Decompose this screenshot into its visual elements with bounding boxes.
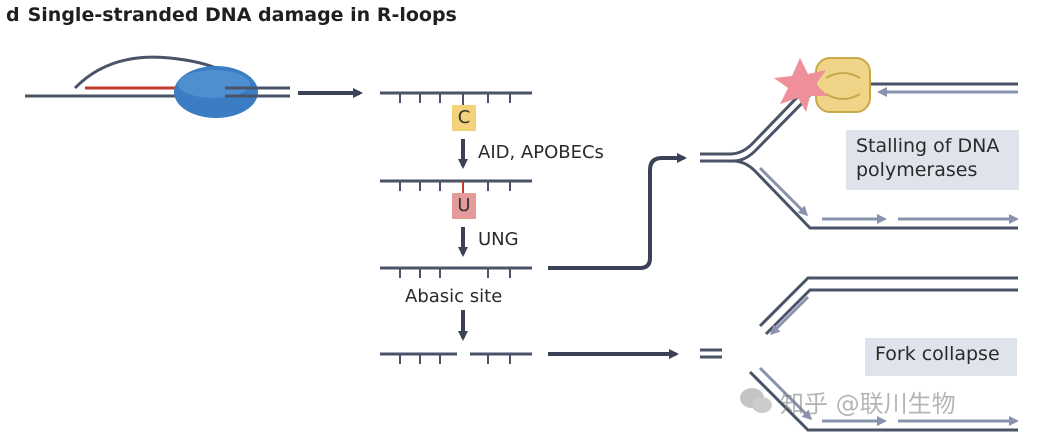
deamination-label: AID, APOBECs: [478, 142, 604, 163]
collapsed-fork: [700, 276, 1019, 432]
ssdna-strand-c: [380, 91, 532, 131]
ssdna-strand-broken: [380, 352, 532, 364]
figure-heading: d Single-stranded DNA damage in R-loops: [6, 4, 457, 26]
uracil-box: [452, 193, 476, 219]
cytosine-box: [452, 105, 476, 131]
uracil-label: U: [457, 195, 471, 216]
ssdna-strand-abasic: [380, 266, 532, 278]
stalling-line-1: Stalling of DNA: [856, 135, 1000, 157]
abasic-site-label: Abasic site: [405, 286, 503, 307]
wechat-icon: [740, 388, 772, 413]
fork-collapse-box: Fork collapse: [865, 338, 1017, 376]
damage-burst: [774, 58, 828, 112]
stalling-line-2: polymerases: [856, 159, 978, 181]
stalling-box: Stalling of DNA polymerases: [846, 130, 1019, 190]
cytosine-label: C: [457, 107, 471, 128]
arrow-to-stalling: [548, 153, 687, 270]
r-loop-transcription: [25, 55, 290, 118]
ssdna-strand-u: [380, 179, 532, 219]
ung-label: UNG: [478, 229, 519, 250]
watermark-text: 知乎 @联川生物: [780, 390, 956, 418]
panel-letter: d: [6, 4, 20, 26]
helicase-shape: [815, 57, 871, 113]
panel-title: Single-stranded DNA damage in R-loops: [27, 4, 457, 26]
stalled-fork: [700, 57, 1019, 230]
